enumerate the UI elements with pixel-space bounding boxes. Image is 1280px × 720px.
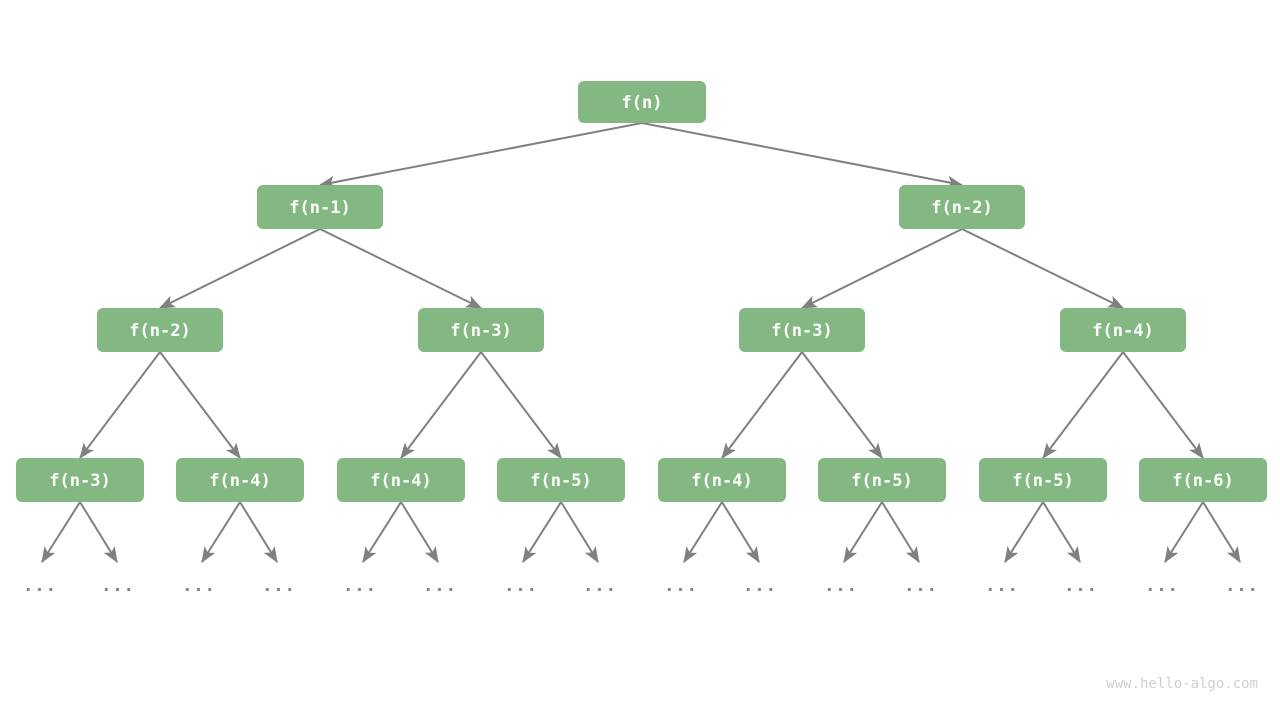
tree-edge	[683, 501, 723, 564]
tree-edge	[159, 351, 241, 459]
ellipsis-label: ...	[904, 576, 938, 596]
tree-node[interactable]: f(n-3)	[16, 458, 144, 502]
tree-node[interactable]: f(n-3)	[418, 308, 544, 352]
tree-edge	[961, 228, 1125, 309]
ellipsis-layer: ........................................…	[23, 576, 1259, 596]
tree-edge	[79, 501, 118, 564]
node-label: f(n-6)	[1172, 471, 1233, 491]
tree-edge	[800, 228, 963, 309]
tree-node[interactable]: f(n-5)	[497, 458, 625, 502]
node-box	[578, 81, 706, 123]
ellipsis-label: ...	[664, 576, 698, 596]
node-box	[1060, 308, 1186, 352]
node-box	[658, 458, 786, 502]
node-label: f(n-1)	[289, 198, 350, 218]
node-box	[97, 308, 223, 352]
node-label: f(n-3)	[771, 321, 832, 341]
ellipsis-label: ...	[423, 576, 457, 596]
ellipsis-label: ...	[1145, 576, 1179, 596]
node-label: f(n-3)	[450, 321, 511, 341]
ellipsis-label: ...	[504, 576, 538, 596]
node-box	[899, 185, 1025, 229]
node-box	[176, 458, 304, 502]
tree-edge	[400, 501, 439, 564]
tree-node[interactable]: f(n-4)	[176, 458, 304, 502]
node-label: f(n-4)	[691, 471, 752, 491]
tree-edge	[239, 501, 278, 564]
tree-edge	[1202, 501, 1241, 564]
node-label: f(n-5)	[530, 471, 591, 491]
tree-node[interactable]: f(n-5)	[979, 458, 1107, 502]
tree-edge	[201, 501, 241, 564]
tree-edge	[400, 351, 482, 459]
tree-node[interactable]: f(n-2)	[899, 185, 1025, 229]
tree-edge	[480, 351, 562, 459]
tree-edge	[881, 501, 920, 564]
node-box	[418, 308, 544, 352]
ellipsis-label: ...	[1064, 576, 1098, 596]
node-box	[739, 308, 865, 352]
edges-layer	[41, 122, 1241, 564]
node-box	[497, 458, 625, 502]
node-label: f(n-4)	[370, 471, 431, 491]
tree-node[interactable]: f(n-4)	[658, 458, 786, 502]
node-label: f(n-3)	[49, 471, 110, 491]
tree-edge	[721, 501, 760, 564]
ellipsis-label: ...	[1225, 576, 1259, 596]
tree-node[interactable]: f(n-2)	[97, 308, 223, 352]
node-label: f(n-4)	[1092, 321, 1153, 341]
tree-node[interactable]: f(n-3)	[739, 308, 865, 352]
tree-edge	[1004, 501, 1044, 564]
tree-node[interactable]: f(n-5)	[818, 458, 946, 502]
tree-edge	[1042, 501, 1081, 564]
tree-edge	[158, 228, 321, 309]
tree-edge	[362, 501, 402, 564]
node-label: f(n-2)	[129, 321, 190, 341]
ellipsis-label: ...	[262, 576, 296, 596]
ellipsis-label: ...	[343, 576, 377, 596]
node-box	[257, 185, 383, 229]
tree-edge	[1042, 351, 1124, 459]
node-box	[818, 458, 946, 502]
nodes-layer: f(n) f(n-1) f(n-2) f(n-2) f(n-3) f(n-3) f(n-4)…	[16, 81, 1267, 502]
tree-edge	[41, 501, 81, 564]
node-label: f(n-5)	[851, 471, 912, 491]
node-box	[1139, 458, 1267, 502]
node-box	[16, 458, 144, 502]
node-label: f(n-4)	[209, 471, 270, 491]
tree-node[interactable]: f(n-4)	[1060, 308, 1186, 352]
ellipsis-label: ...	[743, 576, 777, 596]
tree-edge	[641, 122, 964, 189]
ellipsis-label: ...	[824, 576, 858, 596]
node-label: f(n)	[622, 93, 663, 113]
tree-edge	[318, 122, 643, 189]
node-label: f(n-5)	[1012, 471, 1073, 491]
tree-edge	[1122, 351, 1204, 459]
watermark-label: www.hello-algo.com	[1106, 676, 1258, 692]
node-box	[979, 458, 1107, 502]
tree-node[interactable]: f(n-6)	[1139, 458, 1267, 502]
tree-edge	[721, 351, 803, 459]
tree-node[interactable]: f(n-1)	[257, 185, 383, 229]
node-box	[337, 458, 465, 502]
ellipsis-label: ...	[985, 576, 1019, 596]
tree-edge	[560, 501, 599, 564]
tree-edge	[801, 351, 883, 459]
ellipsis-label: ...	[182, 576, 216, 596]
node-label: f(n-2)	[931, 198, 992, 218]
tree-edge	[319, 228, 483, 309]
tree-node[interactable]: f(n)	[578, 81, 706, 123]
ellipsis-label: ...	[23, 576, 57, 596]
tree-edge	[1164, 501, 1204, 564]
tree-edge	[843, 501, 883, 564]
tree-edge	[522, 501, 562, 564]
tree-node[interactable]: f(n-4)	[337, 458, 465, 502]
ellipsis-label: ...	[101, 576, 135, 596]
tree-edge	[79, 351, 161, 459]
ellipsis-label: ...	[583, 576, 617, 596]
